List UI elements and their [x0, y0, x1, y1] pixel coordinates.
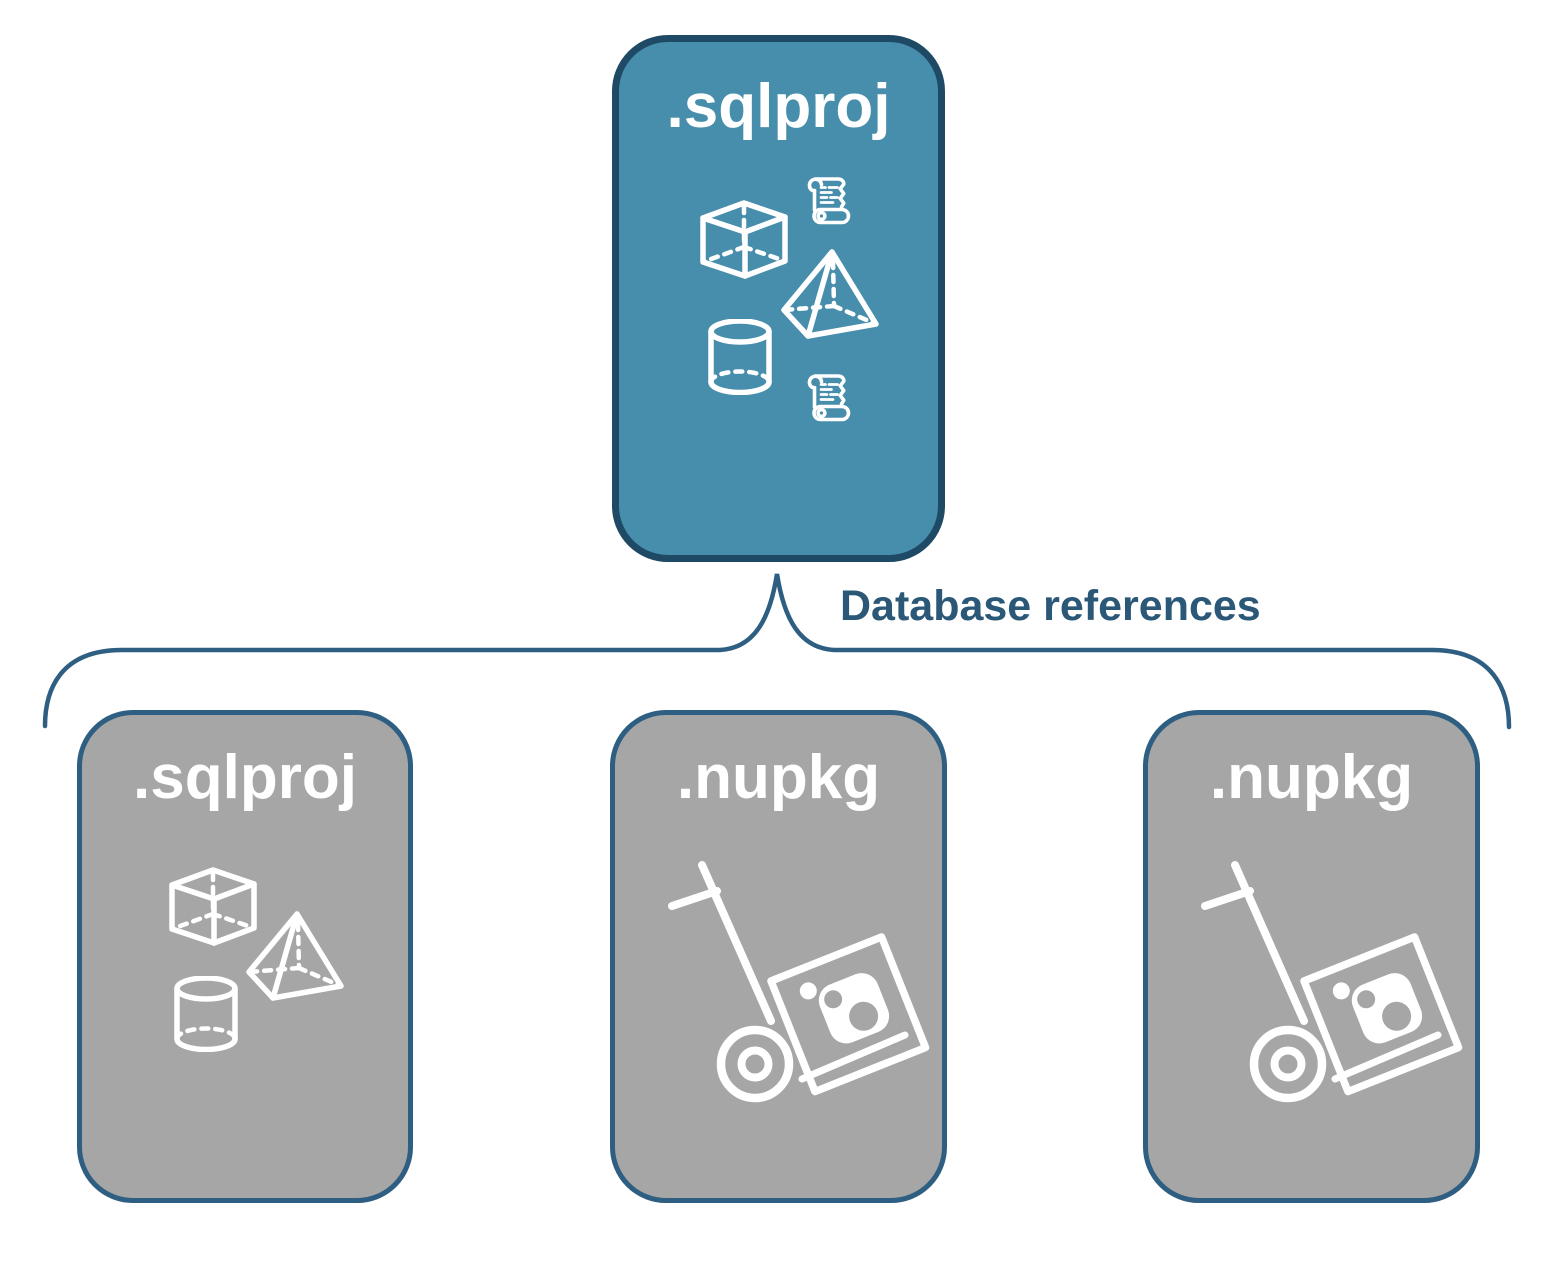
sql-project-contents-icons: [168, 865, 353, 1060]
cube-icon: [172, 870, 254, 943]
hand-truck-icon: [672, 865, 926, 1098]
child-box-title: .nupkg: [1209, 743, 1414, 812]
pyramid-icon: [249, 914, 341, 998]
cube-icon: [703, 203, 785, 276]
cylinder-icon: [177, 978, 235, 1049]
pyramid-icon: [784, 252, 876, 336]
package-dolly-icon: [660, 855, 930, 1115]
child-box-title: .sqlproj: [133, 743, 357, 812]
database-references-label: Database references: [840, 582, 1261, 630]
child-box-title: .nupkg: [676, 743, 881, 812]
sql-project-contents-icons: [700, 177, 885, 422]
script-scroll-icon: [807, 177, 851, 225]
script-scroll-icon: [807, 374, 851, 422]
child-sqlproj-box: .sqlproj: [77, 710, 413, 1203]
parent-box-title: .sqlproj: [666, 72, 891, 141]
parent-sqlproj-box: .sqlproj: [612, 35, 945, 562]
package-dolly-icon: [1193, 855, 1463, 1115]
hand-truck-icon: [1205, 865, 1459, 1098]
child-nupkg-box-2: .nupkg: [1143, 710, 1480, 1203]
child-nupkg-box-1: .nupkg: [610, 710, 947, 1203]
cylinder-icon: [711, 321, 769, 392]
